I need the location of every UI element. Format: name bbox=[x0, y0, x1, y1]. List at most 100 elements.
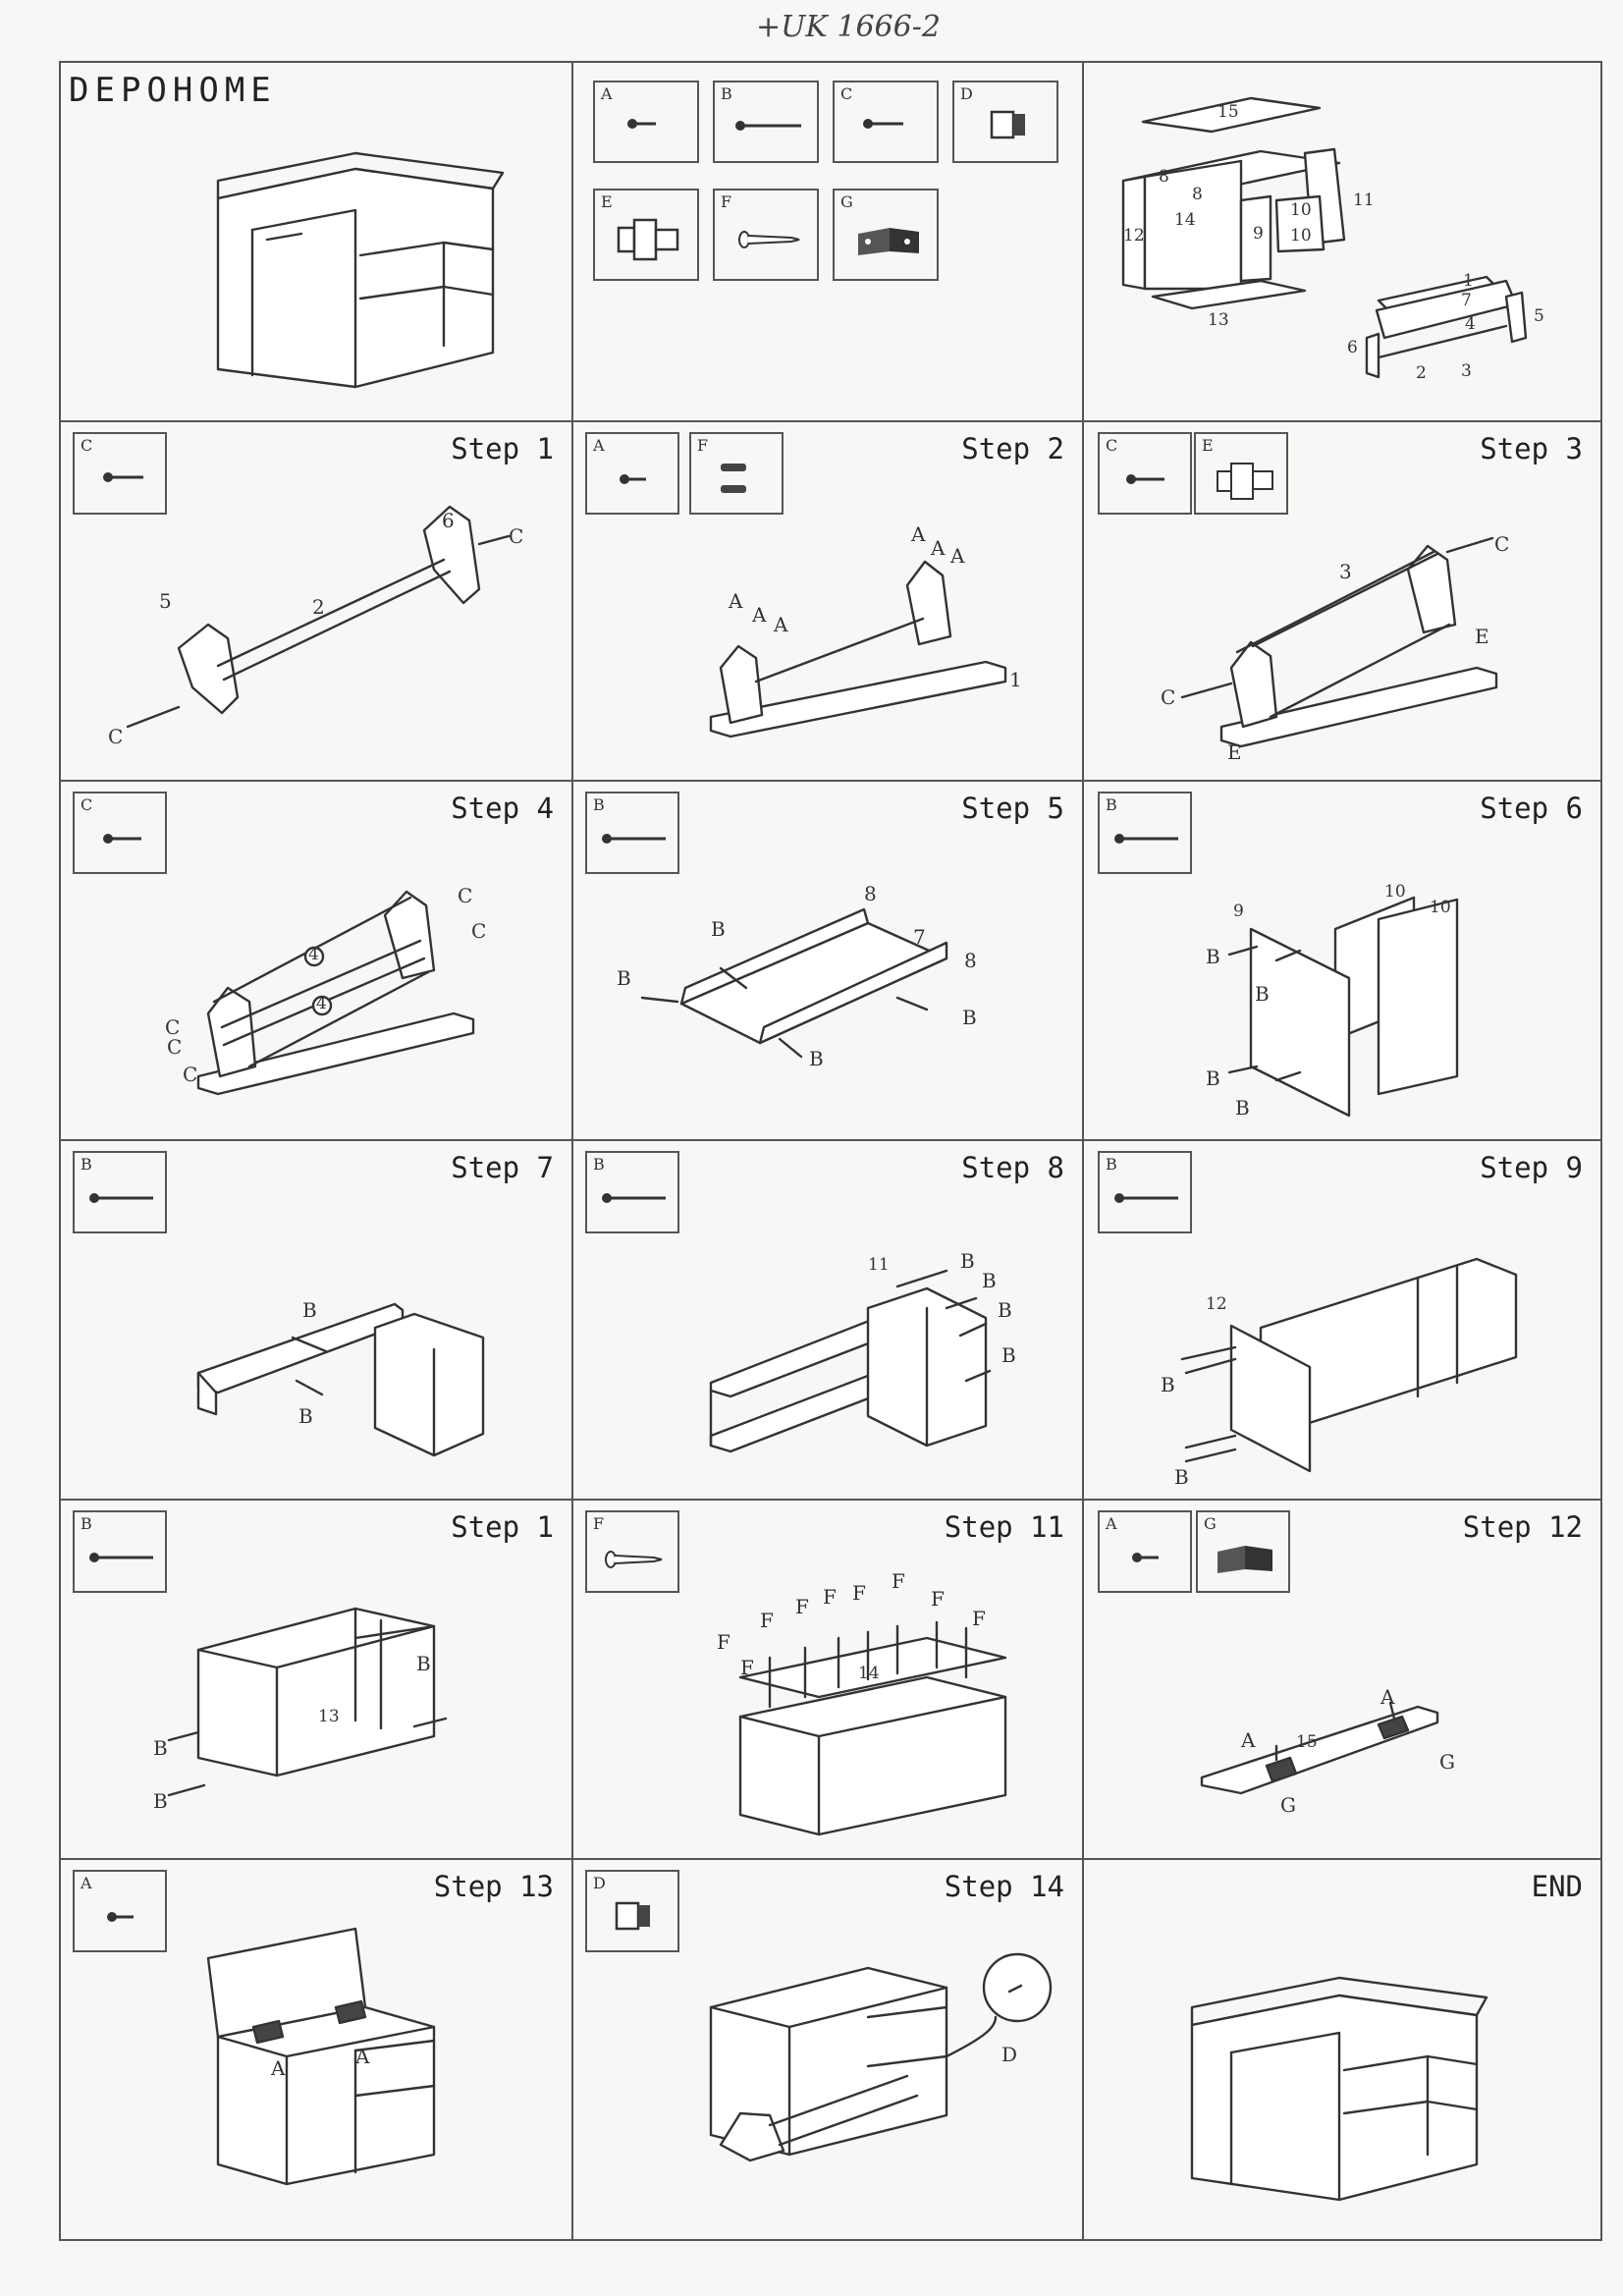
step-title: Step 7 bbox=[451, 1151, 554, 1184]
cam-bolt-icon bbox=[617, 218, 679, 261]
label-B2: B bbox=[982, 1269, 997, 1292]
label-A6: A bbox=[950, 544, 965, 568]
step-title: Step 11 bbox=[944, 1510, 1064, 1544]
part-F-box: F bbox=[689, 432, 784, 515]
label-B2: B bbox=[1255, 982, 1270, 1006]
label-F8: F bbox=[972, 1607, 986, 1630]
label-C2: C bbox=[108, 725, 124, 748]
label-C3: C bbox=[165, 1015, 181, 1039]
long-screw-icon bbox=[735, 121, 801, 131]
parts-cell: A B C D E F G bbox=[571, 61, 1084, 422]
panel-label-15: 15 bbox=[1217, 102, 1239, 122]
long-screw-icon bbox=[602, 1193, 666, 1203]
step-title: Step 12 bbox=[1462, 1510, 1583, 1544]
step-11-drawing bbox=[738, 1620, 1007, 1836]
step-title: Step 8 bbox=[961, 1151, 1064, 1184]
label-B2: B bbox=[298, 1404, 313, 1428]
step-8-drawing bbox=[709, 1269, 992, 1453]
label-B4: B bbox=[1001, 1343, 1016, 1367]
panel-label-8: 8 bbox=[1159, 167, 1169, 187]
nail-icon bbox=[605, 1551, 663, 1568]
step-9-drawing bbox=[1180, 1257, 1518, 1473]
panel-label-14: 14 bbox=[1174, 210, 1196, 230]
nail-icon bbox=[738, 231, 800, 248]
label-15: 15 bbox=[1296, 1732, 1318, 1752]
label-5: 5 bbox=[159, 589, 172, 613]
short-screw-icon bbox=[620, 474, 646, 484]
part-B-box: B bbox=[1098, 1151, 1192, 1233]
label-A2: A bbox=[1241, 1728, 1256, 1752]
label-B: B bbox=[416, 1652, 431, 1675]
panel-label-2: 2 bbox=[1416, 363, 1427, 383]
step-title: Step 4 bbox=[451, 792, 554, 825]
part-F-box: F bbox=[713, 189, 819, 281]
part-E-box: E bbox=[593, 189, 699, 281]
panel-label-13: 13 bbox=[1208, 310, 1229, 330]
step-title: Step 1 bbox=[451, 432, 554, 465]
label-7: 7 bbox=[913, 925, 926, 949]
label-B3: B bbox=[1206, 1066, 1220, 1090]
long-screw-icon bbox=[89, 1193, 153, 1203]
end-title: END bbox=[1531, 1870, 1583, 1903]
step-7-drawing bbox=[196, 1302, 485, 1457]
step-13-cell: Step 13 A A A bbox=[59, 1858, 573, 2241]
long-screw-icon bbox=[89, 1553, 153, 1562]
label-B3: B bbox=[962, 1006, 977, 1029]
panel-label-5: 5 bbox=[1534, 306, 1544, 326]
label-10b: 10 bbox=[1430, 898, 1451, 917]
label-F5: F bbox=[852, 1581, 866, 1605]
step-12-drawing bbox=[1200, 1701, 1439, 1795]
nail-icon bbox=[721, 464, 746, 493]
panel-label-1: 1 bbox=[1463, 271, 1474, 291]
label-11: 11 bbox=[868, 1255, 890, 1275]
label-E: E bbox=[1475, 625, 1489, 648]
part-C-box: C bbox=[1098, 432, 1192, 515]
part-G-box: G bbox=[833, 189, 939, 281]
label-A: A bbox=[1380, 1685, 1395, 1709]
step-title: Step 2 bbox=[961, 432, 1064, 465]
step-14-cell: Step 14 D D bbox=[571, 1858, 1084, 2241]
label-4: 4 bbox=[308, 945, 319, 964]
panel-label-11: 11 bbox=[1353, 191, 1375, 210]
label-A4: A bbox=[911, 522, 926, 546]
label-2: 2 bbox=[312, 595, 325, 619]
label-12: 12 bbox=[1206, 1294, 1227, 1314]
step-6-cell: Step 6 B 10 10 9 B B B B bbox=[1082, 780, 1602, 1141]
step-10-cell: Step 1 B B 13 B B bbox=[59, 1499, 573, 1860]
step-4-cell: Step 4 C C C C C C 4 4 bbox=[59, 780, 573, 1141]
label-B: B bbox=[1206, 945, 1220, 968]
label-9: 9 bbox=[1233, 902, 1244, 921]
step-title: Step 13 bbox=[433, 1870, 554, 1903]
cam-lock-icon bbox=[990, 110, 1025, 139]
label-B3: B bbox=[153, 1789, 168, 1813]
part-C-box: C bbox=[73, 432, 167, 515]
step-1-cell: Step 1 C 6 C 5 2 C bbox=[59, 420, 573, 782]
step-10-drawing bbox=[167, 1607, 448, 1797]
end-cell: END bbox=[1082, 1858, 1602, 2241]
panel-label-10: 10 bbox=[1290, 200, 1312, 220]
step-2-drawing bbox=[709, 560, 1007, 738]
step-title: Step 9 bbox=[1480, 1151, 1583, 1184]
label-B4: B bbox=[809, 1047, 824, 1070]
step-7-cell: Step 7 B B B bbox=[59, 1139, 573, 1501]
label-F9: F bbox=[740, 1656, 754, 1679]
medium-screw-icon bbox=[103, 472, 143, 482]
part-B-box: B bbox=[1098, 792, 1192, 874]
label-F3: F bbox=[795, 1595, 809, 1618]
label-B: B bbox=[711, 917, 726, 941]
label-C: C bbox=[458, 884, 473, 907]
short-screw-icon bbox=[107, 1912, 134, 1922]
part-D-box: D bbox=[952, 81, 1058, 163]
part-C-box: C bbox=[833, 81, 939, 163]
cover-cell: DEPOHOME bbox=[59, 61, 573, 422]
medium-screw-icon bbox=[103, 834, 141, 844]
label-B2: B bbox=[1174, 1465, 1189, 1489]
label-B: B bbox=[302, 1298, 317, 1322]
short-screw-icon bbox=[1132, 1553, 1159, 1562]
label-B2: B bbox=[617, 966, 631, 990]
step-title: Step 14 bbox=[944, 1870, 1064, 1903]
step-4-drawing bbox=[196, 890, 475, 1096]
label-F7: F bbox=[931, 1587, 945, 1611]
panel-label-9: 9 bbox=[1253, 224, 1264, 244]
hinge-icon bbox=[858, 228, 919, 255]
